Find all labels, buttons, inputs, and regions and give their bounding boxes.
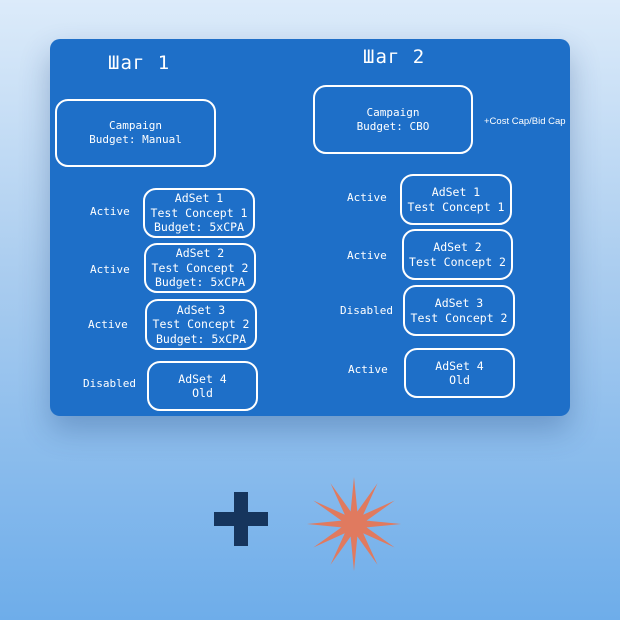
step-1-adset-4-status: Disabled — [83, 377, 136, 390]
adset-name: AdSet 4 — [178, 371, 227, 386]
step-2-campaign-box: Campaign Budget: CBO — [313, 85, 473, 154]
starburst-icon — [307, 477, 401, 571]
adset-concept: Test Concept 1 — [407, 199, 505, 214]
step-1-campaign-box: Campaign Budget: Manual — [55, 99, 216, 167]
step-1-adset-1-box: AdSet 1 Test Concept 1 Budget: 5xCPA — [143, 188, 255, 238]
campaign-label: Campaign — [109, 119, 162, 132]
adset-concept: Test Concept 1 — [150, 205, 248, 220]
step-1-adset-4-box: AdSet 4 Old — [147, 361, 258, 411]
adset-budget: Budget: 5xCPA — [155, 331, 246, 346]
adset-budget: Budget: 5xCPA — [154, 275, 245, 290]
step-2-heading: Шаг 2 — [363, 46, 426, 68]
adset-name: AdSet 2 — [175, 246, 225, 261]
adset-concept: Old — [449, 373, 470, 387]
adset-concept: Old — [192, 386, 213, 400]
adset-name: AdSet 1 — [174, 191, 224, 206]
step-1-adset-3-status: Active — [88, 318, 128, 331]
step-2-adset-3-status: Disabled — [340, 304, 393, 317]
step-2-adset-3-box: AdSet 3 Test Concept 2 — [403, 285, 515, 336]
campaign-budget: Budget: Manual — [89, 133, 182, 146]
step-1-adset-2-box: AdSet 2 Test Concept 2 Budget: 5xCPA — [144, 243, 256, 293]
plus-icon — [214, 492, 268, 546]
campaign-label: Campaign — [366, 105, 420, 119]
step-1-heading: Шаг 1 — [108, 52, 171, 74]
adset-concept: Test Concept 2 — [152, 317, 250, 332]
adset-name: AdSet 3 — [176, 302, 226, 317]
diagram-board: Шаг 1 Campaign Budget: Manual Active AdS… — [50, 39, 570, 416]
step-1-adset-1-status: Active — [90, 205, 130, 218]
adset-name: AdSet 4 — [435, 358, 484, 373]
campaign-budget: Budget: CBO — [356, 119, 430, 133]
adset-concept: Test Concept 2 — [409, 254, 506, 269]
step-2-adset-1-status: Active — [347, 191, 387, 204]
step-2-adset-1-box: AdSet 1 Test Concept 1 — [400, 174, 512, 225]
adset-name: AdSet 3 — [434, 296, 484, 310]
adset-name: AdSet 2 — [433, 240, 482, 254]
step-2-adset-2-box: AdSet 2 Test Concept 2 — [402, 229, 513, 280]
adset-name: AdSet 1 — [431, 185, 481, 199]
step-2-adset-2-status: Active — [347, 249, 387, 262]
adset-concept: Test Concept 2 — [151, 260, 249, 275]
adset-budget: Budget: 5xCPA — [153, 220, 244, 235]
step-1-adset-2-status: Active — [90, 263, 130, 276]
adset-concept: Test Concept 2 — [410, 310, 508, 325]
cost-cap-note: +Cost Cap/Bid Cap — [484, 116, 566, 127]
step-2-adset-4-box: AdSet 4 Old — [404, 348, 515, 398]
step-1-adset-3-box: AdSet 3 Test Concept 2 Budget: 5xCPA — [145, 299, 257, 350]
step-2-adset-4-status: Active — [348, 363, 388, 376]
